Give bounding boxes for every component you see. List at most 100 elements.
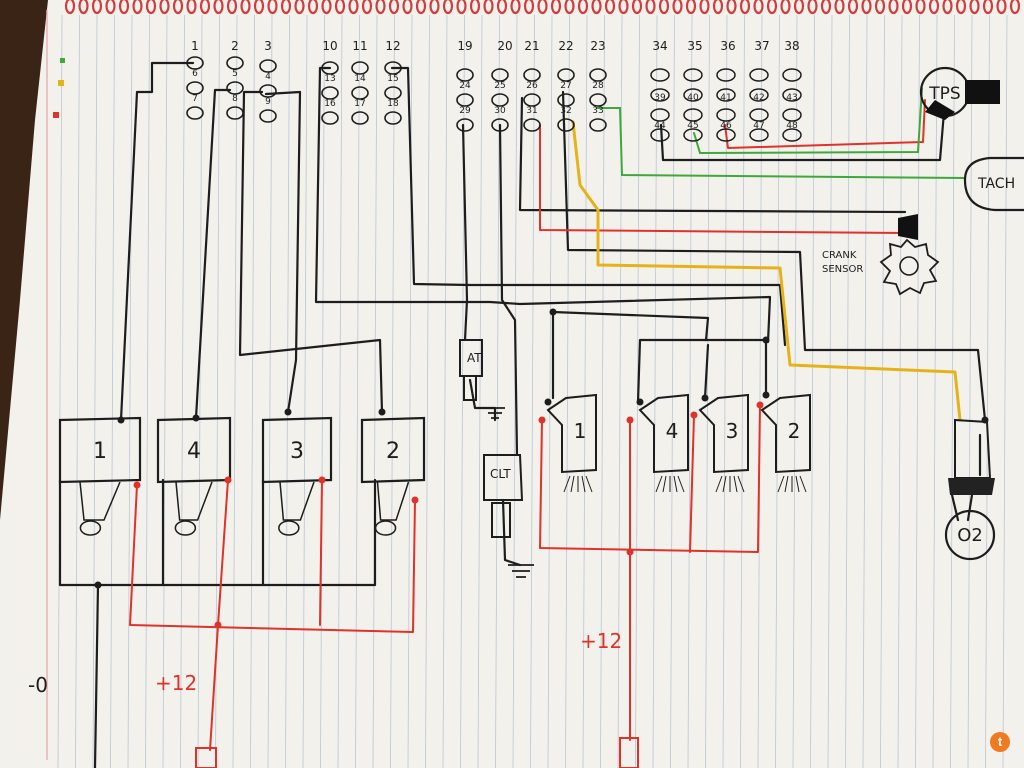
pin-socket	[351, 86, 369, 100]
pin-number-40: 40	[687, 93, 699, 103]
ruled-line	[57, 14, 63, 768]
coolant-temp-sensor: CLT	[483, 454, 534, 578]
green-wires	[596, 87, 966, 179]
injector-1: 1	[546, 393, 597, 493]
pin-number-48: 48	[786, 121, 798, 131]
spiral-ring	[577, 0, 589, 15]
pin-socket	[259, 84, 277, 98]
ruled-line	[582, 14, 588, 768]
spiral-ring	[915, 0, 926, 15]
ruled-line	[250, 14, 255, 768]
spiral-ring	[375, 0, 386, 15]
ruled-line	[740, 14, 745, 768]
spiral-ring	[240, 0, 251, 15]
spiral-ring	[672, 0, 683, 15]
junction-dot	[762, 336, 770, 344]
black-wires	[58, 61, 987, 768]
spiral-ring	[793, 0, 805, 15]
coil-number: 3	[290, 439, 304, 464]
o2-sensor: O2	[944, 418, 996, 561]
spiral-ring	[415, 0, 427, 15]
spiral-ring	[199, 0, 211, 15]
junction-dot	[981, 416, 989, 424]
spiral-ring	[591, 0, 602, 15]
ruled-line	[932, 14, 938, 768]
ruled-line	[110, 14, 115, 768]
junction-dot	[636, 398, 644, 406]
injector-number: 3	[726, 419, 739, 443]
pin-socket	[782, 68, 802, 82]
margin-mark-yellow	[58, 80, 64, 86]
pin-socket	[683, 128, 703, 142]
ruled-line	[180, 14, 185, 768]
ruled-line	[442, 14, 448, 768]
pin-number-42: 42	[753, 93, 764, 103]
spiral-ring	[78, 0, 89, 15]
pin-number-6: 6	[192, 69, 198, 79]
pin-number-41: 41	[720, 93, 731, 103]
coil-1: 1	[58, 416, 142, 536]
ruled-line	[827, 14, 833, 768]
power-label-right: +12	[580, 629, 622, 653]
junction-dot	[544, 398, 552, 406]
pin-socket	[384, 111, 402, 125]
pin-socket	[683, 108, 703, 122]
pin-socket	[384, 86, 402, 100]
injector-2: 2	[760, 393, 811, 493]
spiral-ring	[712, 0, 724, 15]
injector-3: 3	[698, 393, 749, 493]
junction-dot	[690, 411, 698, 419]
junction-dot	[133, 481, 141, 489]
junction-dot	[318, 476, 326, 484]
pin-number-23: 23	[590, 39, 605, 53]
spiral-binding	[64, 0, 1021, 15]
red-wires	[129, 99, 926, 751]
pin-number-1: 1	[191, 39, 199, 53]
spiral-ring	[1009, 0, 1021, 15]
margin-mark-green	[60, 58, 65, 63]
junction-dot	[549, 308, 557, 316]
pin-socket	[456, 93, 474, 107]
spiral-ring	[807, 0, 818, 15]
ruled-line	[810, 14, 815, 768]
pin-socket	[589, 93, 607, 107]
ruled-line	[162, 14, 168, 768]
coolant-temp-label: CLT	[490, 467, 511, 481]
junction-dot	[284, 408, 292, 416]
injector-4: 4	[638, 393, 689, 493]
pin-number-28: 28	[592, 81, 604, 91]
ruled-line	[1002, 14, 1008, 768]
spiral-ring	[510, 0, 521, 15]
injector-number: 4	[666, 419, 679, 443]
tps-sensor: TPS	[919, 66, 1000, 120]
pin-number-14: 14	[354, 74, 366, 84]
ruled-line	[530, 14, 535, 768]
coil-2: 2	[360, 416, 426, 536]
pin-number-24: 24	[459, 81, 471, 91]
spiral-ring	[388, 0, 400, 15]
ruled-line	[320, 14, 325, 768]
air-temp-sensor: AT	[459, 339, 505, 419]
ruled-line	[285, 14, 290, 768]
ruled-line	[75, 14, 80, 768]
pin-socket	[782, 88, 802, 102]
spiral-ring	[874, 0, 886, 15]
ruled-line	[897, 14, 903, 768]
ruled-lines	[57, 14, 1008, 768]
air-temp-label: AT	[467, 351, 482, 365]
tumblr-badge[interactable]: t	[990, 732, 1010, 752]
ruled-line	[670, 14, 675, 768]
ruled-line	[985, 14, 990, 768]
pin-number-12: 12	[385, 39, 400, 53]
pin-number-27: 27	[560, 81, 571, 91]
ruled-line	[425, 14, 430, 768]
pin-socket	[321, 61, 339, 75]
ruled-line	[232, 14, 238, 768]
junction-dot	[224, 476, 232, 484]
pin-number-34: 34	[652, 39, 667, 53]
coil-number: 1	[93, 439, 107, 464]
ruled-line	[705, 14, 710, 768]
pin-number-26: 26	[526, 81, 538, 91]
pin-socket	[351, 111, 369, 125]
